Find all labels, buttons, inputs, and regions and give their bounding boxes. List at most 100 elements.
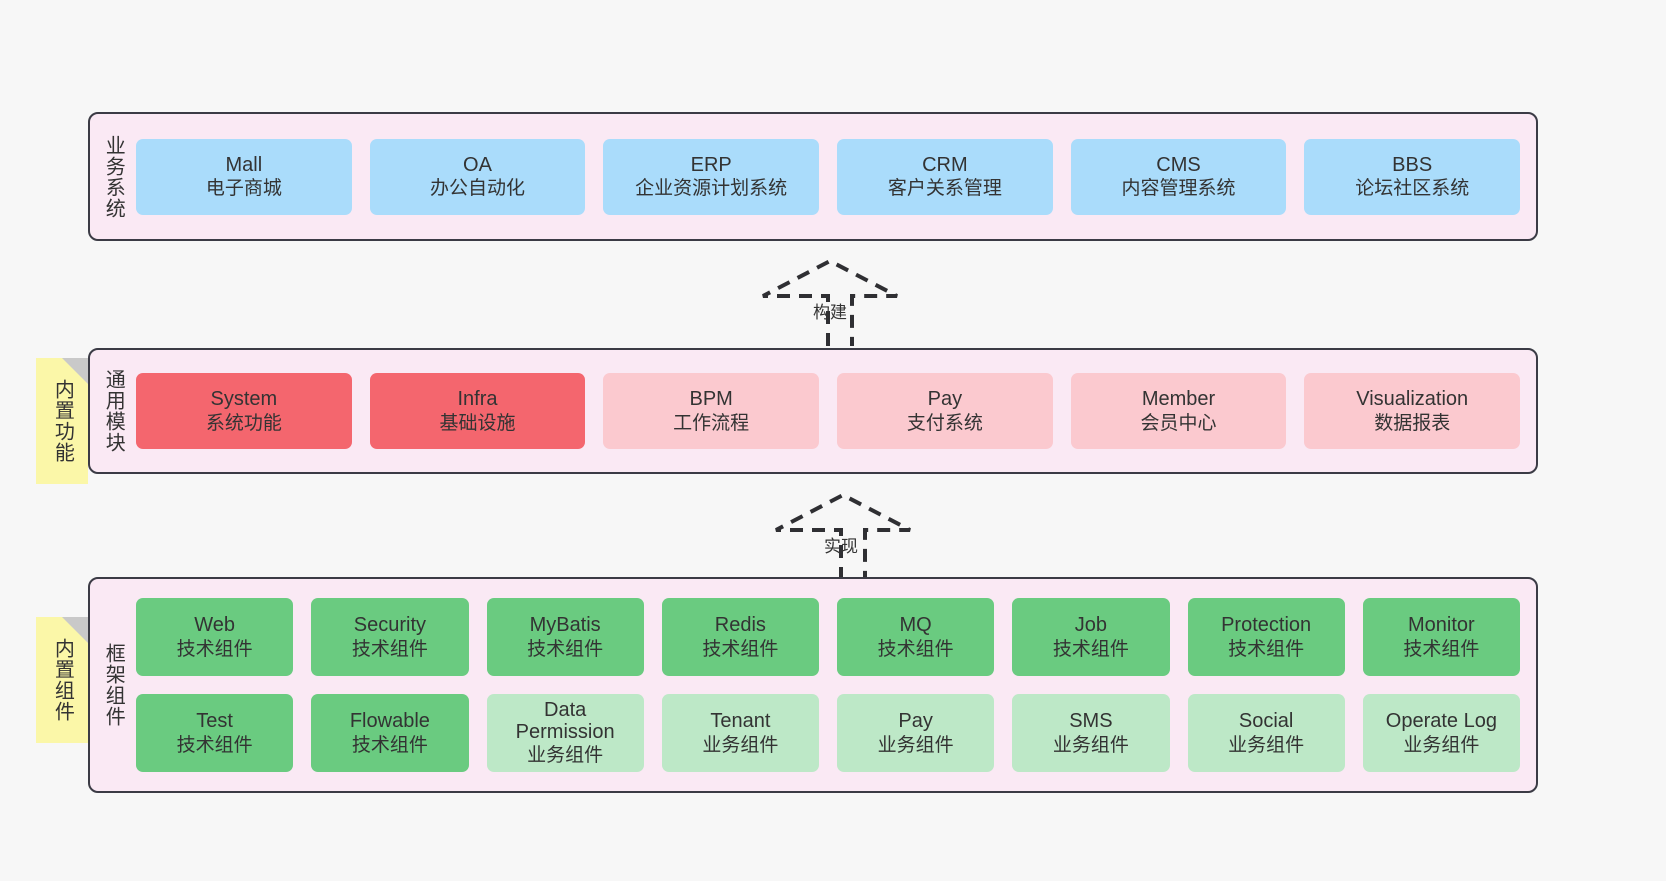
module-subtitle: 技术组件: [527, 638, 604, 660]
module-subtitle: 系统功能: [205, 412, 282, 434]
note-text: 内置组件: [51, 638, 74, 722]
note-fold-corner-icon: [62, 617, 88, 643]
module-name: Social: [1238, 710, 1294, 733]
layer-title-framework-components: 框架组件: [102, 643, 125, 727]
module-box-crm[interactable]: CRM 客户关系管理: [837, 138, 1053, 215]
module-name: Data Permission: [515, 699, 615, 744]
module-box-member[interactable]: Member 会员中心: [1070, 373, 1287, 449]
module-subtitle: 数据报表: [1374, 412, 1451, 434]
module-box-monitor[interactable]: Monitor 技术组件: [1362, 598, 1520, 676]
module-name: Tenant: [710, 710, 771, 733]
module-box-web[interactable]: Web 技术组件: [136, 598, 294, 676]
module-box-tenant[interactable]: Tenant 业务组件: [661, 694, 819, 772]
module-subtitle: 工作流程: [673, 412, 750, 434]
module-box-erp[interactable]: ERP 企业资源计划系统: [603, 138, 820, 215]
module-subtitle: 论坛社区系统: [1355, 178, 1470, 200]
module-subtitle: 技术组件: [702, 638, 779, 660]
module-box-cms[interactable]: CMS 内容管理系统: [1070, 138, 1287, 215]
module-subtitle: 技术组件: [1228, 638, 1305, 660]
module-subtitle: 客户关系管理: [887, 178, 1002, 200]
note-text: 内置功能: [51, 379, 74, 463]
module-box-oa[interactable]: OA 办公自动化: [369, 138, 586, 215]
module-name: Monitor: [1408, 614, 1475, 637]
connector-build: 构建: [755, 258, 905, 348]
module-name: Pay: [927, 388, 963, 411]
module-name: Infra: [457, 388, 498, 411]
module-subtitle: 业务组件: [1052, 734, 1129, 756]
module-subtitle: 电子商城: [205, 178, 282, 200]
module-box-data-permission[interactable]: Data Permission 业务组件: [486, 694, 644, 772]
module-row: Test 技术组件 Flowable 技术组件 Data Permission …: [136, 694, 1520, 772]
connector-build-label: 构建: [813, 303, 847, 322]
module-subtitle: 支付系统: [906, 412, 983, 434]
module-box-sms[interactable]: SMS 业务组件: [1012, 694, 1170, 772]
note-builtin-components: 内置组件: [36, 617, 88, 743]
module-name: CRM: [922, 153, 968, 176]
module-box-bpm[interactable]: BPM 工作流程: [603, 373, 820, 449]
layer-common-modules[interactable]: 通用模块 System 系统功能 Infra 基础设施 BPM 工作流程 Pay…: [88, 348, 1538, 474]
module-box-social[interactable]: Social 业务组件: [1187, 694, 1345, 772]
module-box-test[interactable]: Test 技术组件: [136, 694, 294, 772]
connector-implement-label: 实现: [824, 537, 858, 556]
module-box-pay[interactable]: Pay 支付系统: [837, 373, 1053, 449]
module-name: Visualization: [1356, 388, 1469, 411]
layer-title-business-systems: 业务系统: [102, 134, 125, 219]
layer-title-common-modules: 通用模块: [102, 369, 125, 453]
module-name: Pay: [898, 710, 933, 733]
module-box-mybatis[interactable]: MyBatis 技术组件: [486, 598, 644, 676]
module-name: CMS: [1156, 153, 1201, 176]
module-subtitle: 会员中心: [1140, 412, 1217, 434]
module-box-bbs[interactable]: BBS 论坛社区系统: [1304, 138, 1521, 215]
layer-body-common-modules: System 系统功能 Infra 基础设施 BPM 工作流程 Pay 支付系统…: [136, 350, 1536, 472]
layer-body-framework-components: Web 技术组件 Security 技术组件 MyBatis 技术组件 Redi…: [136, 579, 1536, 791]
module-name: Redis: [714, 614, 766, 637]
module-box-mall[interactable]: Mall 电子商城: [136, 138, 352, 215]
module-name: BBS: [1392, 153, 1433, 176]
module-name: MQ: [899, 614, 932, 637]
module-name: Security: [353, 614, 426, 637]
module-row: Web 技术组件 Security 技术组件 MyBatis 技术组件 Redi…: [136, 598, 1520, 676]
module-box-redis[interactable]: Redis 技术组件: [661, 598, 819, 676]
module-name: MyBatis: [529, 614, 601, 637]
module-subtitle: 业务组件: [1228, 734, 1305, 756]
module-name: Mall: [225, 153, 263, 176]
module-box-infra[interactable]: Infra 基础设施: [369, 373, 586, 449]
module-name: Flowable: [349, 710, 430, 733]
module-subtitle: 技术组件: [1052, 638, 1129, 660]
module-subtitle: 业务组件: [1403, 734, 1480, 756]
module-subtitle: 业务组件: [527, 744, 604, 766]
module-box-system[interactable]: System 系统功能: [136, 373, 352, 449]
module-box-mq[interactable]: MQ 技术组件: [837, 598, 995, 676]
note-builtin-functions: 内置功能: [36, 358, 88, 484]
module-subtitle: 技术组件: [176, 734, 253, 756]
module-name: Job: [1074, 614, 1107, 637]
module-name: SMS: [1069, 710, 1113, 733]
module-row: Mall 电子商城 OA 办公自动化 ERP 企业资源计划系统 CRM 客户关系…: [136, 138, 1521, 215]
module-box-security[interactable]: Security 技术组件: [311, 598, 469, 676]
module-name: Test: [196, 710, 233, 733]
module-box-job[interactable]: Job 技术组件: [1012, 598, 1170, 676]
module-name: Operate Log: [1385, 710, 1497, 733]
module-subtitle: 业务组件: [702, 734, 779, 756]
module-box-operate-log[interactable]: Operate Log 业务组件: [1362, 694, 1520, 772]
module-name: Member: [1141, 388, 1216, 411]
module-box-flowable[interactable]: Flowable 技术组件: [311, 694, 469, 772]
module-subtitle: 技术组件: [351, 638, 428, 660]
module-row: System 系统功能 Infra 基础设施 BPM 工作流程 Pay 支付系统…: [136, 373, 1521, 449]
module-name: ERP: [690, 153, 732, 176]
module-subtitle: 基础设施: [439, 412, 516, 434]
generalization-arrow-icon: [775, 492, 911, 580]
module-box-pay-component[interactable]: Pay 业务组件: [837, 694, 995, 772]
module-name: Protection: [1221, 614, 1312, 637]
note-fold-corner-icon: [62, 358, 88, 384]
layer-body-business-systems: Mall 电子商城 OA 办公自动化 ERP 企业资源计划系统 CRM 客户关系…: [136, 114, 1536, 239]
generalization-arrow-icon: [762, 258, 898, 346]
module-box-visualization[interactable]: Visualization 数据报表: [1304, 373, 1521, 449]
module-subtitle: 技术组件: [176, 638, 253, 660]
module-box-protection[interactable]: Protection 技术组件: [1187, 598, 1345, 676]
layer-business-systems[interactable]: 业务系统 Mall 电子商城 OA 办公自动化 ERP 企业资源计划系统 CRM…: [88, 112, 1538, 241]
module-subtitle: 内容管理系统: [1121, 178, 1236, 200]
connector-implement: 实现: [768, 492, 918, 582]
layer-framework-components[interactable]: 框架组件 Web 技术组件 Security 技术组件 MyBatis 技术组件…: [88, 577, 1538, 793]
